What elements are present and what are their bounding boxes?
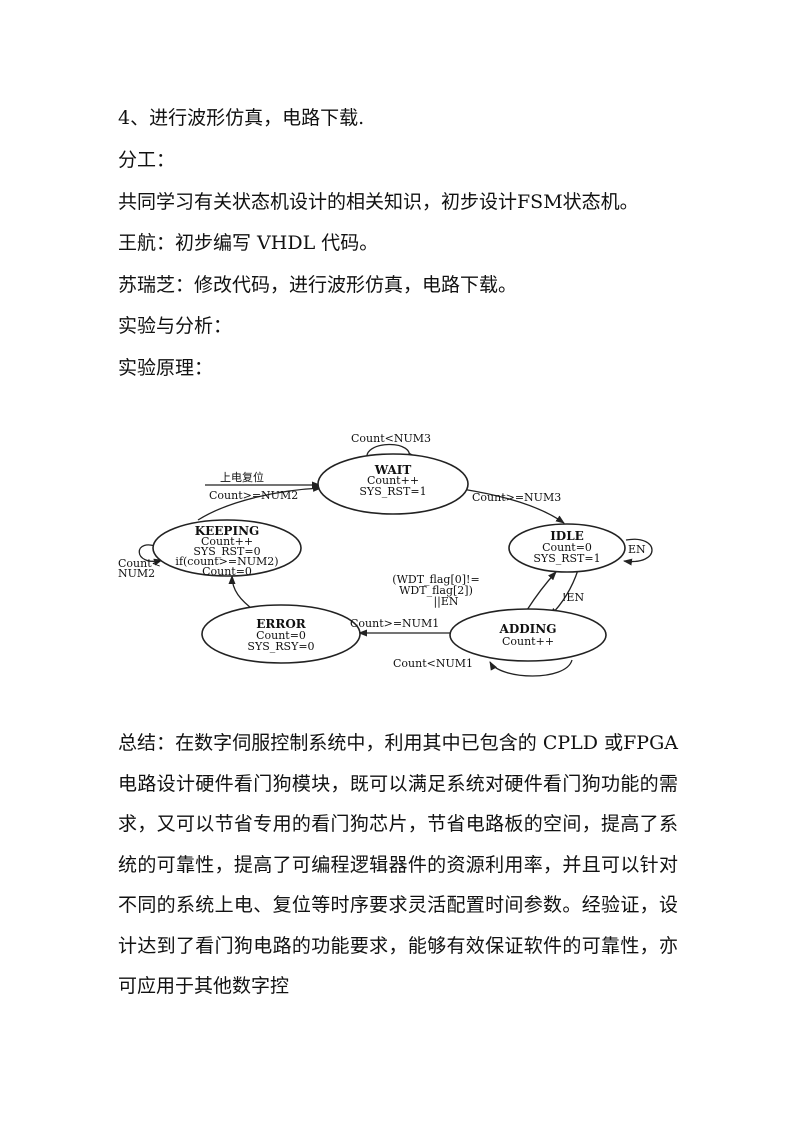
text-line-principle: 实验原理： bbox=[118, 357, 214, 379]
edge-keeping-self bbox=[138, 544, 163, 566]
state-adding-line1: Count++ bbox=[502, 635, 554, 648]
state-adding: ADDING Count++ bbox=[449, 608, 607, 662]
label-adding-to-idle-2: WDT_flag[2]) bbox=[399, 584, 473, 597]
text-line-wang-hang: 王航：初步编写 VHDL 代码。 bbox=[118, 232, 379, 254]
label-wait-self: Count<NUM3 bbox=[351, 432, 431, 445]
state-keeping: KEEPING Count++ SYS_RST=0 if(count>=NUM2… bbox=[152, 519, 302, 578]
label-adding-self: Count<NUM1 bbox=[393, 657, 473, 670]
label-keeping-self-2: NUM2 bbox=[118, 567, 155, 580]
state-adding-name: ADDING bbox=[499, 622, 557, 636]
edge-adding-to-idle bbox=[526, 571, 557, 611]
label-keeping-self-1: Count< bbox=[118, 557, 161, 570]
label-wait-to-idle: Count>=NUM3 bbox=[472, 491, 561, 504]
text-line-division: 分工： bbox=[118, 149, 176, 171]
edge-adding-self bbox=[489, 659, 573, 677]
state-keeping-line4: Count=0 bbox=[202, 565, 252, 578]
state-wait-name: WAIT bbox=[374, 463, 412, 477]
state-keeping-line2: SYS_RST=0 bbox=[193, 545, 260, 558]
edge-wait-to-idle bbox=[461, 488, 565, 524]
label-keeping-to-wait: Count>=NUM2 bbox=[209, 489, 298, 502]
state-keeping-name: KEEPING bbox=[195, 524, 260, 538]
state-idle: IDLE Count=0 SYS_RST=1 bbox=[508, 523, 626, 573]
text-line-su-ruizhi: 苏瑞芝：修改代码，进行波形仿真，电路下载。 bbox=[118, 274, 518, 296]
state-wait: WAIT Count++ SYS_RST=1 bbox=[317, 453, 469, 515]
state-idle-name: IDLE bbox=[550, 529, 584, 543]
label-adding-to-idle-3: ||EN bbox=[433, 595, 458, 609]
text-line-experiment-analysis: 实验与分析： bbox=[118, 315, 233, 337]
text-line-joint-study: 共同学习有关状态机设计的相关知识，初步设计FSM状态机。 bbox=[118, 191, 639, 213]
state-keeping-line1: Count++ bbox=[201, 535, 253, 548]
state-wait-line2: SYS_RST=1 bbox=[359, 485, 426, 498]
text-line-step4: 4、进行波形仿真，电路下载. bbox=[118, 107, 365, 129]
state-idle-line2: SYS_RST=1 bbox=[533, 552, 600, 565]
label-idle-self: EN bbox=[628, 543, 646, 556]
state-error-line1: Count=0 bbox=[256, 629, 306, 642]
label-adding-to-idle-1: (WDT_flag[0]!= bbox=[392, 573, 479, 586]
edge-idle-self bbox=[623, 538, 653, 566]
label-adding-to-error: Count>=NUM1 bbox=[350, 617, 439, 630]
state-error-name: ERROR bbox=[256, 617, 307, 631]
state-idle-line1: Count=0 bbox=[542, 541, 592, 554]
state-error: ERROR Count=0 SYS_RSY=0 bbox=[201, 604, 361, 664]
state-error-line2: SYS_RSY=0 bbox=[247, 640, 314, 653]
state-keeping-line3: if(count>=NUM2) bbox=[175, 555, 278, 568]
label-idle-to-adding: !EN bbox=[562, 591, 584, 604]
edge-error-to-keeping bbox=[228, 575, 256, 612]
label-power-reset: 上电复位 bbox=[220, 470, 264, 484]
edge-keeping-to-wait bbox=[197, 484, 322, 521]
summary-paragraph: 总结：在数字伺服控制系统中，利用其中已包含的 CPLD 或FPGA电路设计硬件看… bbox=[118, 732, 678, 997]
state-wait-line1: Count++ bbox=[367, 474, 419, 487]
